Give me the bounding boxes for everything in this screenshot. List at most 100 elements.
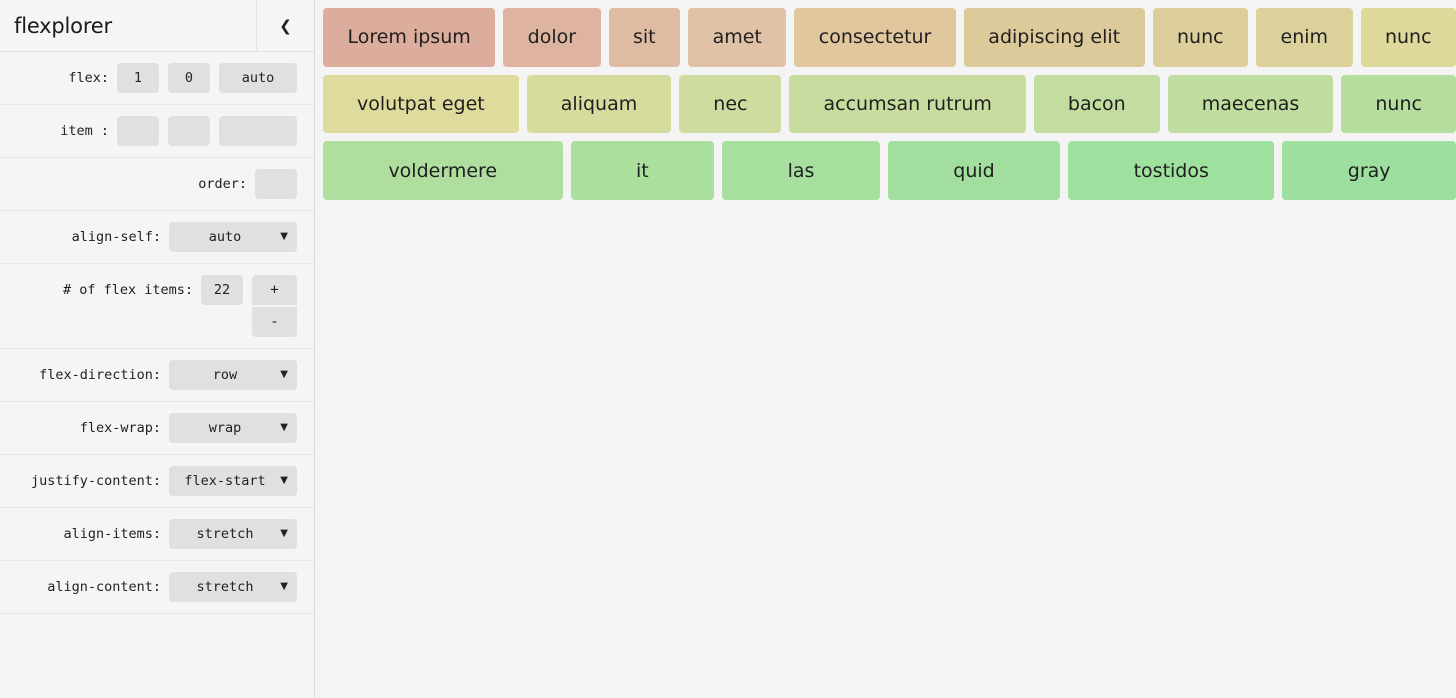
label-align-content: align-content:	[47, 579, 161, 595]
flex-item[interactable]: sit	[608, 8, 681, 67]
item-basis-input[interactable]	[219, 116, 297, 146]
controls-align-content: stretchflex-startflex-endcenterspace-bet…	[169, 572, 297, 602]
flex-item[interactable]: nec	[679, 74, 782, 134]
align-self-select-wrapper: autoflex-startflex-endcenterbaselinestre…	[169, 222, 297, 252]
flex-shrink-input[interactable]	[168, 63, 210, 93]
flex-item[interactable]: voldermere	[323, 141, 563, 200]
flex-container: Lorem ipsum dolor sit amet consectetur adipis…	[323, 8, 1456, 200]
flex-item-label: maecenas	[1201, 92, 1300, 115]
increment-button[interactable]: +	[252, 275, 297, 305]
flex-item[interactable]: tostidos	[1068, 141, 1275, 200]
sidebar-row-flex-direction: flex-direction: rowrow-reversecolumncolum…	[0, 349, 314, 402]
sidebar-row-flex: flex:	[0, 52, 314, 105]
flex-item-count-input[interactable]	[201, 275, 243, 305]
flex-item[interactable]: maecenas	[1167, 74, 1334, 134]
flex-item[interactable]: nunc	[1152, 8, 1249, 67]
flex-item-label: consectetur	[818, 26, 932, 49]
sidebar-collapse-button[interactable]: ❮	[256, 0, 314, 52]
flex-wrap-select[interactable]: nowrapwrapwrap-reverse	[169, 413, 297, 443]
flex-item-label: voldermere	[388, 159, 498, 182]
sidebar-header: flexplorer ❮	[0, 0, 314, 52]
flex-item[interactable]: amet	[688, 8, 787, 67]
sidebar: flexplorer ❮ flex: item : order: align-self…	[0, 0, 315, 698]
label-item: item :	[60, 123, 109, 139]
sidebar-controls: flex: item : order: align-self: autoflex-sta…	[0, 52, 314, 614]
item-grow-input[interactable]	[117, 116, 159, 146]
flex-canvas: Lorem ipsum dolor sit amet consectetur adipis…	[315, 0, 1456, 698]
flex-direction-select[interactable]: rowrow-reversecolumncolumn-reverse	[169, 360, 297, 390]
sidebar-row-flex-wrap: flex-wrap: nowrapwrapwrap-reverse▼	[0, 402, 314, 455]
controls-flex-direction: rowrow-reversecolumncolumn-reverse▼	[169, 360, 297, 390]
controls-item	[117, 116, 297, 146]
flex-item[interactable]: las	[722, 141, 880, 200]
flex-wrap-select-wrapper: nowrapwrapwrap-reverse▼	[169, 413, 297, 443]
flex-item-label: nunc	[1375, 92, 1422, 115]
flex-item[interactable]: accumsan rutrum	[789, 74, 1026, 134]
flex-item[interactable]: volutpat eget	[323, 74, 519, 134]
flex-item[interactable]: nunc	[1341, 74, 1456, 134]
flex-item[interactable]: nunc	[1360, 8, 1456, 67]
flex-item-label: volutpat eget	[357, 92, 485, 115]
controls-count: +-	[201, 275, 297, 337]
align-content-select[interactable]: stretchflex-startflex-endcenterspace-bet…	[169, 572, 297, 602]
controls-order	[255, 169, 297, 199]
flex-item-label: dolor	[527, 26, 577, 49]
app-title: flexplorer	[14, 13, 112, 38]
flex-item-label: aliquam	[560, 92, 638, 115]
label-flex-direction: flex-direction:	[39, 367, 161, 383]
label-order: order:	[198, 176, 247, 192]
flex-item-label: nunc	[1384, 26, 1432, 49]
flex-item-count-stepper: +-	[252, 275, 297, 337]
flex-direction-select-wrapper: rowrow-reversecolumncolumn-reverse▼	[169, 360, 297, 390]
align-content-select-wrapper: stretchflex-startflex-endcenterspace-bet…	[169, 572, 297, 602]
flex-item[interactable]: enim	[1256, 8, 1353, 67]
flex-item[interactable]: Lorem ipsum	[323, 8, 496, 67]
flex-item[interactable]: dolor	[503, 8, 601, 67]
justify-content-select[interactable]: flex-startflex-endcenterspace-betweenspa…	[169, 466, 297, 496]
align-items-select-wrapper: stretchflex-startflex-endcenterbaseline▼	[169, 519, 297, 549]
flex-item-label: quid	[953, 159, 995, 182]
sidebar-row-align-items: align-items:stretchflex-startflex-endcen…	[0, 508, 314, 561]
justify-content-select-wrapper: flex-startflex-endcenterspace-betweenspa…	[169, 466, 297, 496]
controls-align-items: stretchflex-startflex-endcenterbaseline▼	[169, 519, 297, 549]
sidebar-row-align-content: align-content: stretchflex-startflex-endc…	[0, 561, 314, 614]
flex-item[interactable]: it	[570, 141, 715, 200]
flex-item-label: tostidos	[1133, 159, 1209, 182]
flex-item-label: adipiscing elit	[988, 26, 1121, 49]
label-count: # of flex items:	[62, 282, 193, 298]
flex-item-label: sit	[633, 26, 656, 49]
flex-item[interactable]: aliquam	[526, 74, 672, 134]
label-align-self: align-self:	[71, 229, 161, 245]
flex-grow-input[interactable]	[117, 63, 159, 93]
controls-align-self: autoflex-startflex-endcenterbaselinestre…	[169, 222, 297, 252]
sidebar-row-align-self: align-self: autoflex-startflex-endcenterb…	[0, 211, 314, 264]
label-flex-wrap: flex-wrap:	[79, 420, 161, 436]
flex-item[interactable]: gray	[1282, 141, 1456, 200]
flex-item-label: nec	[713, 92, 748, 115]
flex-item[interactable]: consectetur	[794, 8, 956, 67]
flex-item-label: las	[787, 159, 815, 182]
align-items-select[interactable]: stretchflex-startflex-endcenterbaseline	[169, 519, 297, 549]
label-justify-content: justify-content:	[30, 473, 161, 489]
flex-basis-input[interactable]	[219, 63, 297, 93]
flex-item-label: gray	[1347, 159, 1391, 182]
flex-item-label: Lorem ipsum	[347, 26, 471, 49]
sidebar-row-justify-content: justify-content: flex-startflex-endcenter…	[0, 455, 314, 508]
flex-item[interactable]: bacon	[1033, 74, 1160, 134]
align-self-select[interactable]: autoflex-startflex-endcenterbaselinestre…	[169, 222, 297, 252]
flex-item-label: accumsan rutrum	[823, 92, 992, 115]
item-shrink-input[interactable]	[168, 116, 210, 146]
chevron-left-icon: ❮	[279, 16, 292, 35]
flex-item-label: it	[635, 159, 649, 182]
flex-item-label: bacon	[1067, 92, 1126, 115]
flex-item-label: nunc	[1177, 26, 1224, 49]
sidebar-row-count: # of flex items: +-	[0, 264, 314, 349]
order-input[interactable]	[255, 169, 297, 199]
flex-item[interactable]: adipiscing elit	[963, 8, 1145, 67]
controls-flex-wrap: nowrapwrapwrap-reverse▼	[169, 413, 297, 443]
flex-item[interactable]: quid	[887, 141, 1061, 200]
decrement-button[interactable]: -	[252, 307, 297, 337]
controls-flex	[117, 63, 297, 93]
label-flex: flex:	[68, 70, 109, 86]
